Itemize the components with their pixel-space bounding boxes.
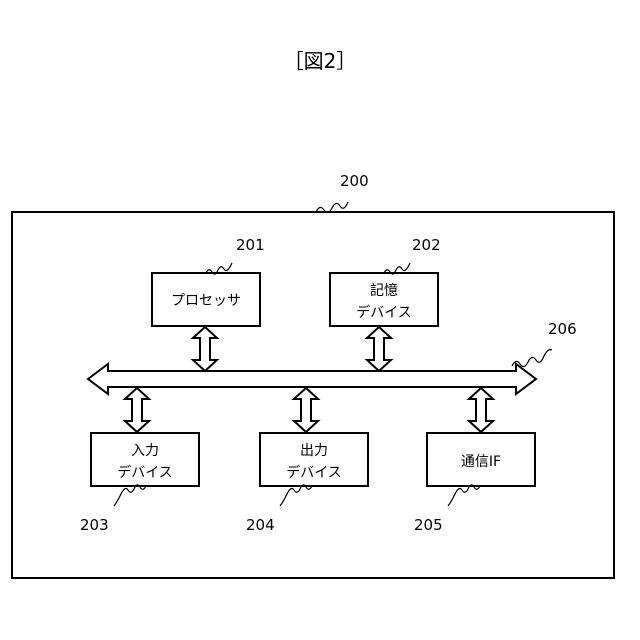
bus-ref-number: 206 [548,320,577,338]
output-ref-number: 204 [246,516,275,534]
comm-label: 通信IF [461,454,501,470]
storage-ref-number: 202 [412,236,441,254]
figure-title: ［図2］ [284,49,357,73]
input-ref-number: 203 [80,516,109,534]
comm-block: 通信IF [427,433,535,486]
processor-label: プロセッサ [171,293,241,309]
comm-ref-number: 205 [414,516,443,534]
storage-label-line1: 記憶 [370,282,398,299]
input-block: 入力 デバイス [91,433,199,486]
output-label-line2: デバイス [286,464,342,481]
system-ref-number: 200 [340,172,369,190]
storage-block: 記憶 デバイス [330,273,438,326]
input-label-line1: 入力 [131,443,159,459]
processor-block: プロセッサ [152,273,260,326]
output-block: 出力 デバイス [260,433,368,486]
processor-ref-number: 201 [236,236,265,254]
input-label-line2: デバイス [117,464,173,481]
system-leader-line [316,202,348,213]
storage-label-line2: デバイス [356,304,412,321]
output-label-line1: 出力 [300,443,328,459]
